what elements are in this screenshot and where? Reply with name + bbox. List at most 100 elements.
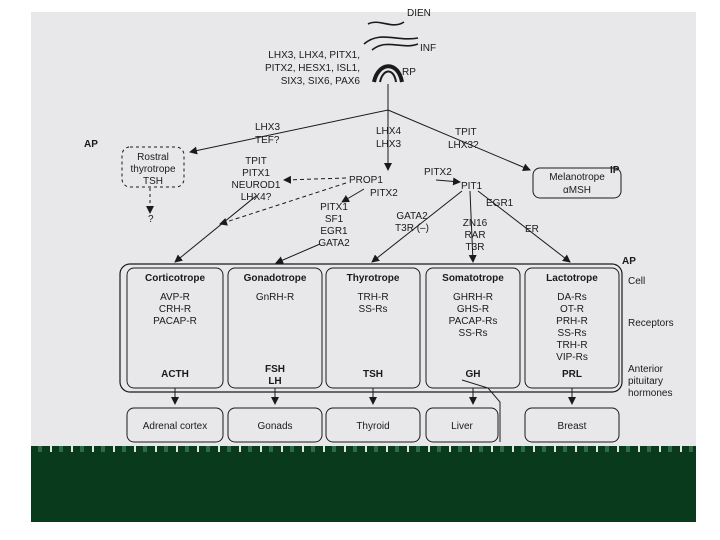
pituitary-primordium — [363, 21, 419, 83]
somatotrope-target-box — [425, 407, 499, 443]
dien-label: DIEN — [407, 8, 431, 19]
lactotrope-receptor: SS-Rs — [558, 328, 587, 339]
corticotrope-factors: TPIT PITX1 NEUROD1 LHX4? — [232, 156, 281, 203]
rostral-line-1: Rostral — [137, 152, 169, 163]
cortico-factor-2: PITX1 — [242, 168, 270, 179]
lactotrope-receptor: VIP-Rs — [556, 352, 588, 363]
gonado-factor-4: GATA2 — [318, 238, 350, 249]
lactotrope-hormone: PRL — [562, 369, 582, 380]
thyro-factor-1: GATA2 — [396, 211, 428, 222]
arrow-to-melanotrope — [387, 109, 531, 171]
arrow-prop1-to-cortico-dashed — [219, 182, 347, 226]
corticotrope-receptor: CRH-R — [159, 304, 191, 315]
gonado-factor-1: PITX1 — [320, 202, 348, 213]
lactotrope-name: Lactotrope — [546, 273, 598, 284]
corticotrope-receptor: AVP-R — [160, 292, 190, 303]
scanned-slide — [31, 12, 696, 522]
gonado-factor-2: SF1 — [325, 214, 344, 225]
pitx2-lower-label: PITX2 — [370, 188, 398, 199]
rostral-line-3: TSH — [143, 176, 163, 187]
side-label-hormones-2: pituitary — [628, 376, 663, 387]
somato-factor-3: T3R — [466, 242, 485, 253]
gonadotrope-target-label: Gonads — [257, 421, 292, 432]
right-factor-2: LHX3? — [448, 140, 479, 151]
corticotrope-receptor: PACAP-R — [153, 316, 197, 327]
inf-label: INF — [420, 43, 436, 54]
cell-column-somatotrope: SomatotropeGHRH-RGHS-RPACAP-RsSS-RsGHLiv… — [425, 267, 521, 443]
somatotrope-name: Somatotrope — [442, 273, 504, 284]
somato-factor-2: RAR — [464, 230, 485, 241]
cell-column-lactotrope: LactotropeDA-RsOT-RPRH-RSS-RsTRH-RVIP-Rs… — [524, 267, 620, 443]
lactotrope-receptor: OT-R — [560, 304, 584, 315]
ap-label-main: AP — [622, 256, 636, 267]
thyro-factor-2: T3R (–) — [395, 223, 429, 234]
early-genes: LHX3, LHX4, PITX1, PITX2, HESX1, ISL1, S… — [265, 50, 360, 87]
bottom-band — [31, 452, 696, 522]
egr1-label: EGR1 — [486, 198, 514, 209]
thyrotrope-factors: GATA2 T3R (–) — [395, 211, 429, 234]
lactotrope-receptor: TRH-R — [556, 340, 587, 351]
melanotrope-hormone: αMSH — [563, 185, 591, 196]
cortico-factor-1: TPIT — [245, 156, 267, 167]
somatotrope-factors: ZN16 RAR T3R — [463, 218, 488, 253]
thyrotrope-receptor: TRH-R — [357, 292, 388, 303]
thyrotrope-hormone: TSH — [363, 369, 383, 380]
anterior-pituitary-box — [119, 263, 623, 393]
rostral-line-2: thyrotrope — [130, 164, 175, 175]
arrow-to-somatotrope — [468, 190, 477, 263]
liver-connector — [461, 379, 501, 442]
cortico-factor-4: LHX4? — [241, 192, 272, 203]
thyrotrope-target-label: Thyroid — [356, 421, 389, 432]
side-label-receptors: Receptors — [628, 318, 674, 329]
mid-factor-1: LHX4 — [376, 126, 401, 137]
lactotrope-receptor: DA-Rs — [557, 292, 586, 303]
arrow-to-lactotrope — [477, 190, 571, 263]
corticotrope-target-label: Adrenal cortex — [143, 421, 207, 432]
early-genes-line-1: LHX3, LHX4, PITX1, — [268, 50, 360, 61]
corticotrope-target-box — [126, 407, 224, 443]
gonadotrope-hormone: FSH — [265, 364, 285, 375]
somatotrope-receptor: PACAP-Rs — [449, 316, 498, 327]
left-factor-1: LHX3 — [255, 122, 280, 133]
rathke-pouch-icon — [372, 64, 404, 83]
arrow-prop1-to-corticotrope-factors — [283, 175, 347, 184]
ap-label-top: AP — [84, 139, 98, 150]
melanotrope-box — [532, 167, 622, 199]
side-label-hormones-1: Anterior — [628, 364, 664, 375]
scan-edge-noise — [31, 446, 696, 454]
gonadotrope-name: Gonadotrope — [244, 273, 307, 284]
somatotrope-target-label: Liver — [451, 421, 473, 432]
dien-curve — [367, 21, 405, 26]
early-genes-line-3: SIX3, SIX6, PAX6 — [281, 76, 361, 87]
prop1-label: PROP1 — [349, 175, 383, 186]
inf-curve-1 — [363, 36, 419, 45]
arrow-to-rostral — [189, 109, 389, 155]
rp-label: RP — [402, 67, 416, 78]
arrow-prop1-to-gonado-factors — [341, 188, 365, 203]
rathke-pouch-inner — [379, 70, 397, 83]
side-label-cell: Cell — [628, 276, 645, 287]
somatotrope-receptor: GHRH-R — [453, 292, 493, 303]
pit1-label: PIT1 — [461, 181, 483, 192]
thyrotrope-target-box — [325, 407, 421, 443]
mid-factor-2: LHX3 — [376, 139, 401, 150]
thyrotrope-receptor: SS-Rs — [359, 304, 388, 315]
somatotrope-receptor: GHS-R — [457, 304, 489, 315]
gonadotrope-factors: PITX1 SF1 EGR1 GATA2 — [318, 202, 350, 249]
lactotrope-target-box — [524, 407, 620, 443]
pitx2-upper-label: PITX2 — [424, 167, 452, 178]
gonadotrope-target-box — [227, 407, 323, 443]
gonadotrope-receptor: GnRH-R — [256, 292, 294, 303]
somato-factor-1: ZN16 — [463, 218, 488, 229]
arrow-to-thyrotrope — [371, 190, 463, 263]
side-label-hormones-3: hormones — [628, 388, 672, 399]
cell-columns: CorticotropeAVP-RCRH-RPACAP-RACTHAdrenal… — [126, 267, 620, 443]
arrow-to-corticotrope — [174, 195, 257, 263]
gonado-factor-3: EGR1 — [320, 226, 348, 237]
corticotrope-name: Corticotrope — [145, 273, 205, 284]
somatotrope-hormone: GH — [466, 369, 481, 380]
lactotrope-receptor: PRH-R — [556, 316, 588, 327]
